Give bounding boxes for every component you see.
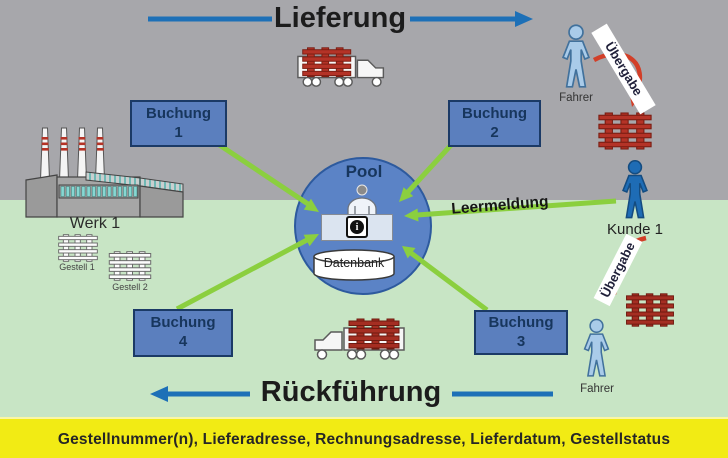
driver-bottom-icon <box>583 318 610 377</box>
truck-return-icon <box>314 318 405 360</box>
database-cylinder-icon <box>313 249 395 281</box>
clerk-icon <box>347 184 377 217</box>
customer-icon <box>622 160 648 219</box>
info-icon-glyph: i <box>350 220 364 234</box>
booking-2-label: Buchung <box>462 104 527 122</box>
driver-top-icon <box>561 24 591 88</box>
booking-4-label: Buchung <box>150 314 216 332</box>
pool-label: Pool <box>345 162 383 181</box>
booking-box-4: Buchung 4 <box>133 309 233 357</box>
rack-icon-white-2 <box>108 251 152 281</box>
data-fields-banner: Gestellnummer(n), Lieferadresse, Rechnun… <box>0 417 728 458</box>
booking-3-number: 3 <box>516 332 526 350</box>
factory-label: Werk 1 <box>69 215 121 232</box>
booking-box-3: Buchung 3 <box>474 310 568 355</box>
booking-box-2: Buchung 2 <box>448 100 541 147</box>
factory-icon <box>25 127 184 218</box>
rack-icon-white-1 <box>58 234 98 262</box>
booking-box-1: Buchung 1 <box>130 100 227 147</box>
booking-3-label: Buchung <box>488 313 554 331</box>
customer-label: Kunde 1 <box>607 221 663 238</box>
booking-4-number: 4 <box>178 333 188 350</box>
database-label: Datenbank <box>323 256 385 270</box>
rack1-label: Gestell 1 <box>59 262 95 272</box>
driver-bottom-label: Fahrer <box>580 383 614 395</box>
rack-icon-red-top <box>598 112 652 150</box>
truck-delivery-icon <box>297 47 385 87</box>
return-title: Rückführung <box>260 376 442 408</box>
info-icon: i <box>346 216 368 238</box>
data-fields-text: Gestellnummer(n), Lieferadresse, Rechnun… <box>57 430 671 448</box>
rack-icon-red-bottom <box>626 293 674 327</box>
delivery-title: Lieferung <box>273 2 407 34</box>
booking-1-label: Buchung <box>146 104 211 122</box>
booking-1-number: 1 <box>174 123 183 141</box>
booking-2-number: 2 <box>490 123 499 141</box>
driver-top-label: Fahrer <box>559 92 593 104</box>
rack2-label: Gestell 2 <box>112 282 148 292</box>
